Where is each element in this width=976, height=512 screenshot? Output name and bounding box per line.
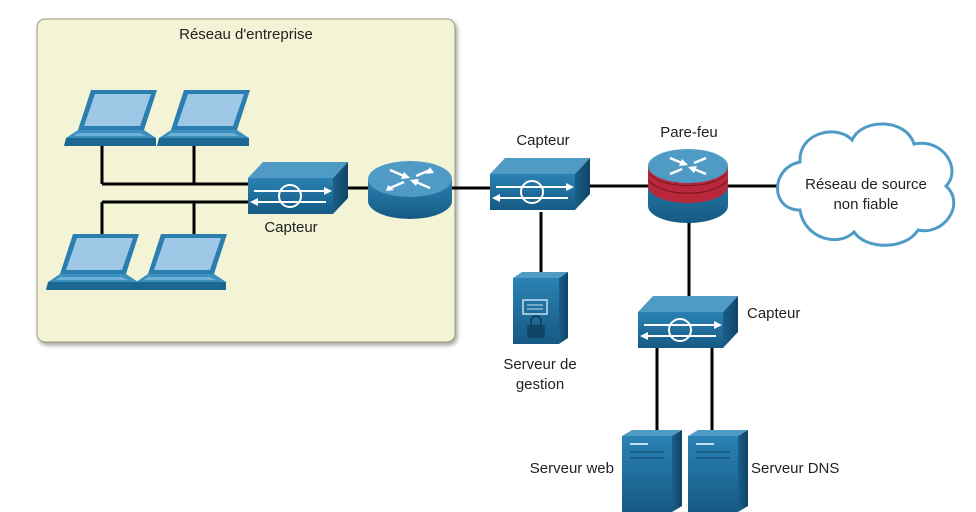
sensor-lan-label: Capteur	[264, 219, 317, 236]
sensor-switch-icon	[247, 161, 349, 215]
management-server-label-line1: Serveur de	[503, 356, 576, 373]
firewall-icon	[648, 149, 728, 223]
sensor-dmz-label: Capteur	[516, 132, 569, 149]
web-server-icon	[621, 429, 683, 512]
sensor-srv-label: Capteur	[747, 305, 800, 322]
management-server-label-line2: gestion	[516, 376, 564, 393]
firewall-label: Pare-feu	[660, 124, 718, 141]
dns-server-label: Serveur DNS	[751, 460, 839, 477]
dns-server-icon	[687, 429, 749, 512]
network-links	[100, 143, 780, 432]
zone-title: Réseau d'entreprise	[179, 26, 313, 43]
untrusted-cloud-icon	[776, 122, 956, 247]
management-server-icon	[513, 272, 568, 344]
web-server-label: Serveur web	[530, 460, 614, 477]
router-icon	[366, 159, 454, 221]
cloud-label-line1: Réseau de source	[805, 176, 927, 193]
cloud-label-line2: non fiable	[833, 196, 898, 213]
sensor-switch-icon	[489, 157, 591, 211]
sensor-switch-icon	[637, 295, 739, 349]
